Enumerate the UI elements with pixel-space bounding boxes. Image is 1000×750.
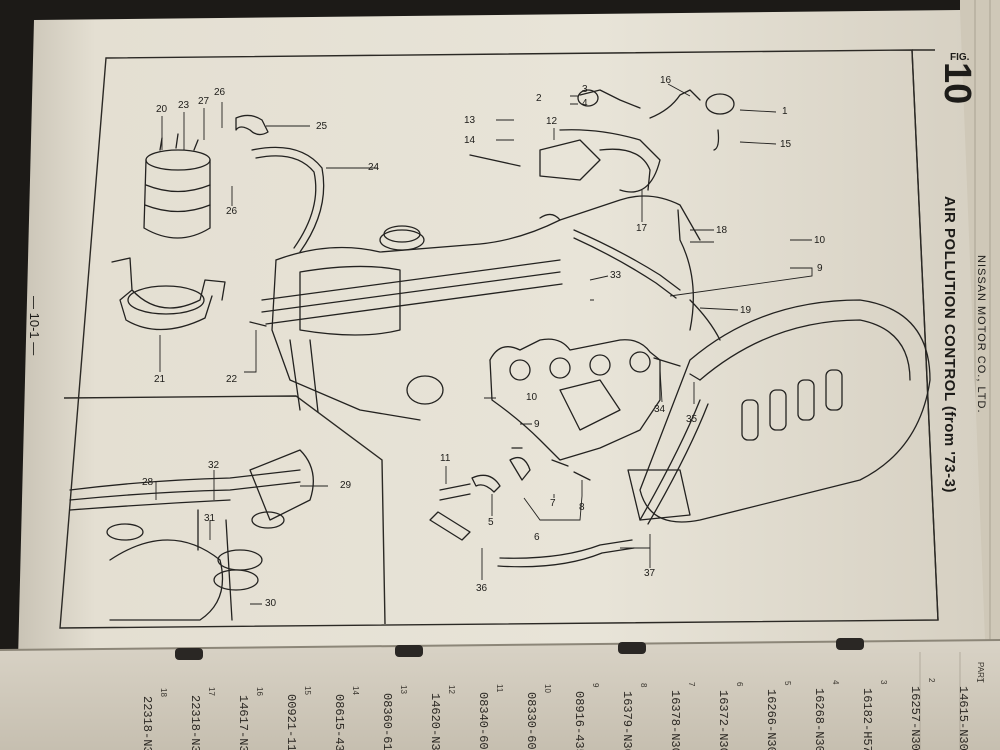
lower-page bbox=[0, 640, 1000, 750]
main-page bbox=[18, 10, 985, 660]
callout-36: 36 bbox=[476, 583, 488, 594]
parts-item-number: 11 bbox=[495, 684, 504, 693]
callout-5: 5 bbox=[488, 517, 494, 528]
callout-21: 21 bbox=[154, 374, 166, 385]
callout-35: 35 bbox=[686, 414, 698, 425]
parts-item-number: 6 bbox=[735, 682, 744, 687]
parts-part-number: 16372-N3000… bbox=[716, 690, 730, 750]
parts-item-number: 17 bbox=[207, 687, 216, 696]
callout-34: 34 bbox=[654, 404, 666, 415]
parts-part-number: 16257-N3000… bbox=[908, 686, 922, 750]
callout-3: 3 bbox=[582, 84, 588, 95]
callout-28: 28 bbox=[142, 477, 154, 488]
callout-25: 25 bbox=[316, 121, 328, 132]
parts-item-number: 5 bbox=[783, 681, 792, 686]
callout-26: 26 bbox=[214, 87, 226, 98]
callout-19: 19 bbox=[740, 305, 752, 316]
parts-part-number: 22318-N3301… bbox=[188, 695, 202, 750]
parts-part-number: 08615-43410… bbox=[332, 694, 346, 750]
callout-9: 9 bbox=[817, 263, 823, 274]
figure-label: FIG. bbox=[950, 52, 970, 63]
callout-11: 11 bbox=[440, 453, 451, 464]
parts-item-number: 14 bbox=[351, 686, 360, 695]
callout-2: 2 bbox=[536, 93, 542, 104]
callout-15: 15 bbox=[780, 139, 792, 150]
callout-31: 31 bbox=[204, 513, 216, 524]
parts-part-number: 14617-N3000… bbox=[236, 695, 250, 750]
line-art bbox=[69, 89, 931, 621]
company-name: NISSAN MOTOR CO., LTD. bbox=[975, 255, 987, 414]
parts-item-number: 3 bbox=[879, 680, 888, 685]
parts-part-number: 00921-11010… bbox=[284, 694, 298, 750]
callout-13: 13 bbox=[464, 115, 476, 126]
parts-item-number: 15 bbox=[303, 686, 312, 695]
parts-item-number: 16 bbox=[255, 687, 264, 696]
callout-29: 29 bbox=[340, 480, 352, 491]
callout-26-lower: 26 bbox=[226, 206, 238, 217]
parts-item-number: 9 bbox=[591, 683, 600, 688]
parts-part-number: 14615-N3000… bbox=[956, 686, 970, 750]
figure-number: 10 bbox=[936, 62, 978, 105]
callout-9-lower: 9 bbox=[534, 419, 540, 430]
callout-4: 4 bbox=[582, 98, 588, 109]
parts-part-number: 08360-61214… bbox=[380, 693, 394, 750]
page-number: — 10-1 — bbox=[27, 296, 42, 356]
callout-1: 1 bbox=[782, 106, 788, 117]
inset-frame bbox=[63, 395, 386, 625]
callout-23: 23 bbox=[178, 100, 190, 111]
parts-part-number: 08340-60812… bbox=[476, 692, 490, 750]
parts-item-number: 4 bbox=[831, 680, 840, 685]
callout-7: 7 bbox=[550, 498, 556, 509]
section-title: AIR POLLUTION CONTROL (from '73-3) bbox=[941, 196, 958, 493]
parts-item-number: 7 bbox=[687, 682, 696, 687]
callout-27: 27 bbox=[198, 96, 210, 107]
parts-part-number: 16268-N3000… bbox=[812, 688, 826, 750]
callout-32: 32 bbox=[208, 460, 220, 471]
callout-6: 6 bbox=[534, 532, 540, 543]
callout-17: 17 bbox=[636, 223, 648, 234]
callout-24: 24 bbox=[368, 162, 380, 173]
parts-part-number: 16378-N3000… bbox=[668, 690, 682, 750]
parts-part-number: 08916-43510… bbox=[572, 691, 586, 750]
callout-12: 12 bbox=[546, 116, 558, 127]
callout-20: 20 bbox=[156, 104, 168, 115]
parts-part-number: 16379-N3000… bbox=[620, 691, 634, 750]
leader-lines bbox=[155, 83, 813, 605]
parts-part-number: 08330-60812… bbox=[524, 692, 538, 750]
callout-16: 16 bbox=[660, 75, 672, 86]
callout-10: 10 bbox=[814, 235, 826, 246]
binder-rings bbox=[175, 638, 864, 660]
callout-22: 22 bbox=[226, 374, 238, 385]
parts-item-number: 18 bbox=[159, 688, 168, 697]
callout-14: 14 bbox=[464, 135, 476, 146]
parts-item-number: 10 bbox=[543, 684, 552, 693]
callout-37: 37 bbox=[644, 568, 656, 579]
parts-part-number: 14620-N3000… bbox=[428, 693, 442, 750]
parts-part-number: 16266-N3000… bbox=[764, 689, 778, 750]
callout-10-lower: 10 bbox=[526, 392, 538, 403]
parts-item-number: 2 bbox=[927, 678, 936, 683]
parts-item-number: 13 bbox=[399, 685, 408, 694]
callout-30: 30 bbox=[265, 598, 277, 609]
callout-33: 33 bbox=[610, 270, 622, 281]
callout-8: 8 bbox=[579, 502, 585, 513]
parts-item-number: 1 bbox=[975, 678, 984, 683]
parts-item-number: 8 bbox=[639, 683, 648, 688]
callout-18: 18 bbox=[716, 225, 728, 236]
parts-item-number: 12 bbox=[447, 685, 456, 694]
parts-part-number: 16182-H5700… bbox=[860, 688, 874, 750]
parts-part-number: 22318-N3302… bbox=[140, 696, 154, 750]
